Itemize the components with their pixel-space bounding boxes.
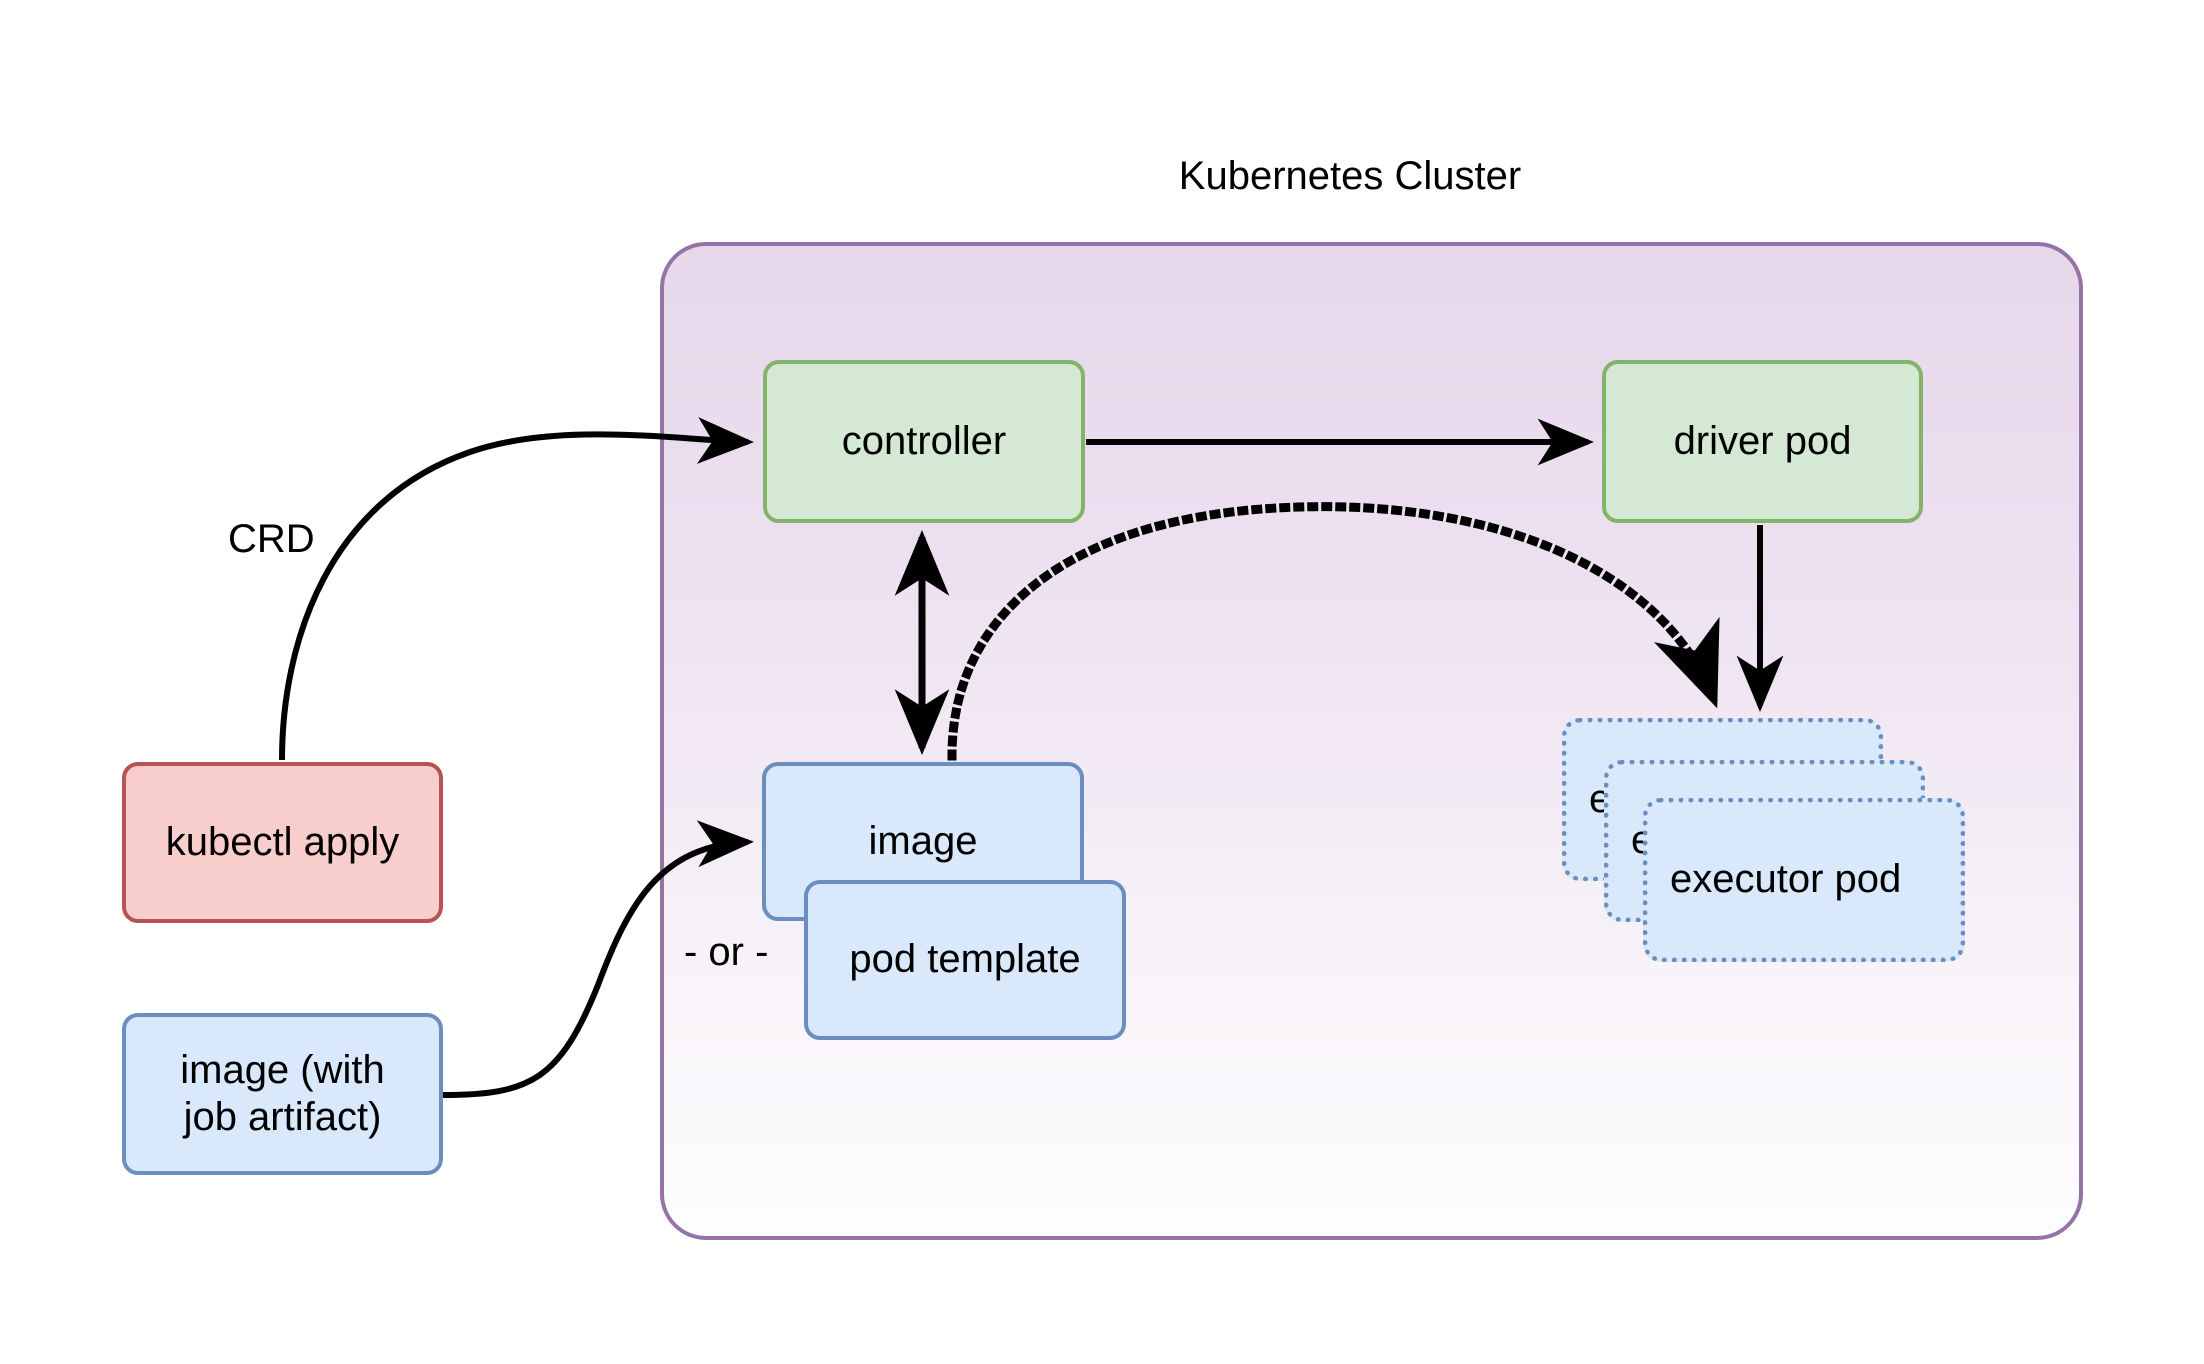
controller-node[interactable]: controller: [763, 360, 1085, 523]
cluster-title: Kubernetes Cluster: [1178, 154, 1522, 199]
kubectl-apply-node[interactable]: kubectl apply: [122, 762, 443, 923]
image-artifact-line-2: job artifact): [183, 1095, 382, 1139]
image-artifact-line-1: image (with: [180, 1047, 385, 1092]
image-with-job-artifact-node[interactable]: image (with job artifact): [122, 1013, 443, 1175]
executor-pod-front[interactable]: executor pod: [1643, 798, 1965, 962]
crd-edge-label: CRD: [228, 517, 315, 561]
driver-pod-node[interactable]: driver pod: [1602, 360, 1923, 523]
or-separator-label: - or -: [684, 930, 769, 974]
pod-template-node[interactable]: pod template: [804, 880, 1126, 1040]
